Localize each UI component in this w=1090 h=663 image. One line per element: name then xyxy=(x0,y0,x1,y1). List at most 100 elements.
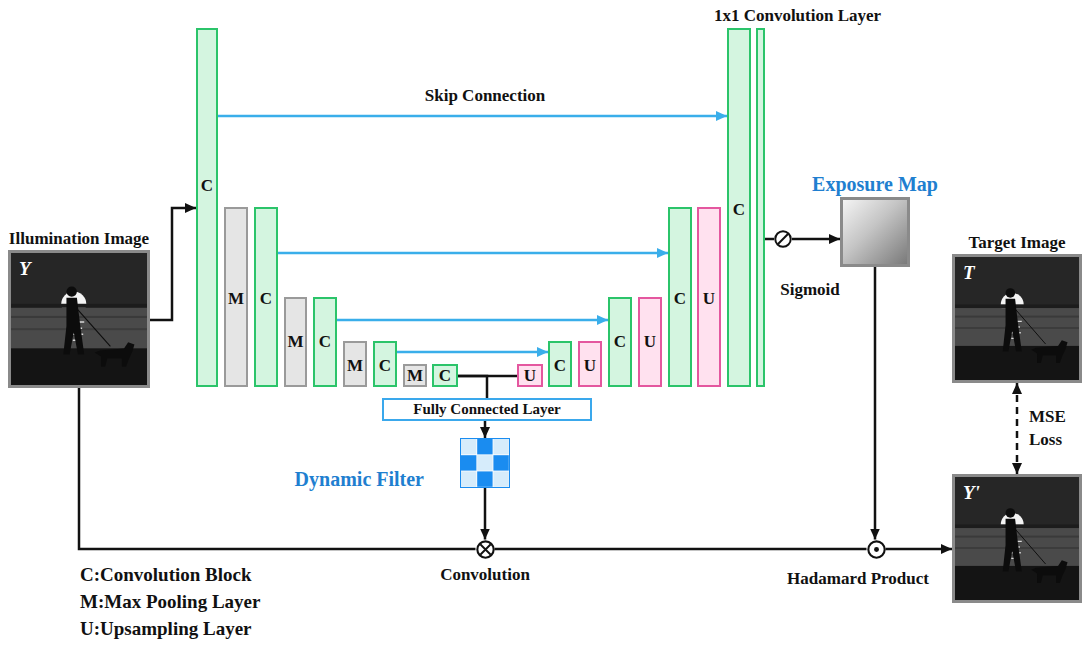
image-symbol: T xyxy=(963,262,975,284)
layer-letter: U xyxy=(699,289,719,309)
skip-connection xyxy=(337,319,608,322)
layer-letter: C xyxy=(434,366,456,386)
layer-letter: C xyxy=(375,356,395,376)
data-flow-arrow xyxy=(765,238,774,241)
operator-ring xyxy=(775,231,790,246)
layer-letter: M xyxy=(405,366,425,386)
node-label: Target Image xyxy=(968,233,1065,253)
max-pool-layer: M xyxy=(284,297,307,387)
layer-letter: C xyxy=(256,289,276,309)
node-label: 1x1 Convolution Layer xyxy=(714,6,881,26)
max-pool-layer: M xyxy=(403,364,427,387)
image-symbol: Y' xyxy=(963,482,980,504)
loss-link xyxy=(1016,383,1019,474)
operator-ring xyxy=(868,541,884,557)
skip-connection xyxy=(397,351,548,354)
conv-block: C xyxy=(313,297,337,387)
node-label: Exposure Map xyxy=(812,173,938,196)
grid-cell xyxy=(493,455,508,470)
data-flow-arrow xyxy=(458,376,487,398)
dot-mark xyxy=(874,547,879,552)
output-image: Y' xyxy=(952,474,1082,603)
grid-cell xyxy=(477,455,492,470)
data-flow-arrow xyxy=(484,421,487,438)
layer-letter: M xyxy=(286,332,305,352)
cross-mark xyxy=(480,544,490,554)
grid-cell xyxy=(493,471,508,486)
conv-block: C xyxy=(254,207,278,387)
scene-use xyxy=(955,477,1079,600)
layer-letter: M xyxy=(345,356,365,376)
max-pool-layer: M xyxy=(224,207,248,387)
upsample-layer: U xyxy=(517,364,543,387)
conv-block: C xyxy=(196,28,218,387)
slash-mark xyxy=(778,234,788,244)
conv-block: C xyxy=(727,28,751,387)
exposure-map: Exposure Map xyxy=(840,197,910,267)
layer-letter: U xyxy=(640,332,660,352)
layer-letter: U xyxy=(519,366,541,386)
conv-block: C xyxy=(548,341,572,387)
data-flow-arrow xyxy=(886,548,953,551)
operator-symbol xyxy=(476,540,495,559)
skip-connection xyxy=(278,252,668,255)
legend-entry: U:Upsampling Layer xyxy=(80,618,252,640)
fc-layer: Fully Connected Layer xyxy=(382,398,592,421)
layer-letter: C xyxy=(315,332,335,352)
grid-cell xyxy=(461,439,476,454)
conv1x1-layer: 1x1 Convolution Layer xyxy=(756,28,765,387)
sigmoid-symbol: Sigmoid xyxy=(774,230,792,248)
dynamic-filter: Dynamic Filter xyxy=(460,438,510,488)
data-flow-arrow xyxy=(484,488,487,540)
target-image: Target ImageT xyxy=(952,254,1082,383)
node-label: Dynamic Filter xyxy=(295,468,424,491)
grid-cell xyxy=(461,471,476,486)
upsample-layer: U xyxy=(578,341,602,387)
skip-connection xyxy=(218,115,727,118)
layer-letter: C xyxy=(610,332,630,352)
edge-label: MSE Loss xyxy=(1029,406,1081,450)
operator-symbol xyxy=(867,540,886,559)
layer-letter: U xyxy=(580,356,600,376)
grid-frame xyxy=(461,439,510,488)
conv-block: C xyxy=(432,364,458,387)
data-flow-arrow xyxy=(792,238,840,241)
grid-cell xyxy=(461,455,476,470)
conv-block: C xyxy=(668,207,692,387)
node-label: Hadamard Product xyxy=(787,569,929,589)
operator-symbol xyxy=(774,230,792,248)
legend-entry: C:Convolution Block xyxy=(80,564,252,586)
data-flow-arrow xyxy=(150,208,196,320)
node-label: Illumination Image xyxy=(4,229,154,249)
grid-cell xyxy=(477,439,492,454)
data-flow-arrow xyxy=(495,548,867,551)
layer-letter: C xyxy=(670,289,690,309)
scene-use xyxy=(11,253,147,385)
conv-block: C xyxy=(608,297,632,387)
legend-entry: M:Max Pooling Layer xyxy=(80,591,260,613)
layer-letter: M xyxy=(226,289,246,309)
layer-letter: C xyxy=(550,356,570,376)
input-image: Illumination ImageY xyxy=(8,250,150,388)
upsample-layer: U xyxy=(638,297,662,387)
grid-cell xyxy=(477,471,492,486)
node-label: Sigmoid xyxy=(780,280,840,300)
scene-illustration xyxy=(11,253,147,385)
node-label: Fully Connected Layer xyxy=(413,401,561,418)
grid-cell xyxy=(493,439,508,454)
layer-letter: C xyxy=(729,200,749,220)
filter-grid xyxy=(460,438,510,488)
layer-letter: C xyxy=(198,176,216,196)
conv-operator: Convolution xyxy=(476,540,495,559)
data-flow-arrow xyxy=(874,267,877,540)
upsample-layer: U xyxy=(697,207,721,387)
image-symbol: Y xyxy=(19,258,31,280)
conv-block: C xyxy=(373,341,397,387)
operator-ring xyxy=(477,541,493,557)
annotation-label: Skip Connection xyxy=(425,86,545,106)
scene-use xyxy=(955,257,1079,380)
max-pool-layer: M xyxy=(343,341,367,387)
hadamard-operator: Hadamard Product xyxy=(867,540,886,559)
node-label: Convolution xyxy=(440,565,530,585)
